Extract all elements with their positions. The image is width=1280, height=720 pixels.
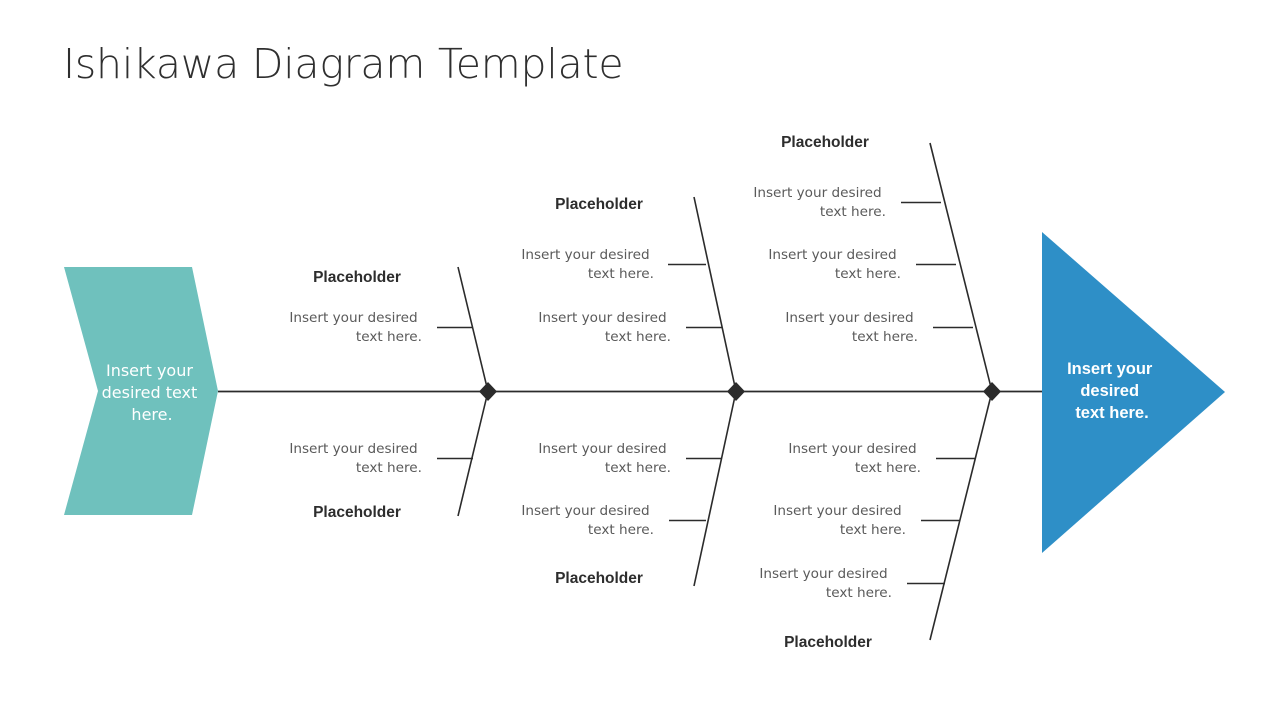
- branch-upper-3-bone: [929, 142, 993, 392]
- item-line-2: text here.: [356, 329, 422, 345]
- branch-lower-2-item-1[interactable]: Insert your desired text here.: [538, 441, 722, 476]
- item-line-2: text here.: [820, 204, 886, 220]
- branch-lower-3-item-1-text: Insert your desired text here.: [788, 441, 921, 476]
- page-title: Ishikawa Diagram Template: [63, 40, 624, 88]
- branch-lower-3-item-2[interactable]: Insert your desired text here.: [773, 503, 960, 538]
- item-line-2: text here.: [852, 329, 918, 345]
- branch-lower-3[interactable]: Placeholder Insert your desired text her…: [759, 391, 993, 652]
- branch-lower-3-bone: [929, 391, 993, 641]
- branch-lower-3-label: Placeholder: [784, 634, 872, 651]
- problem-head-line-2: desired text: [102, 383, 198, 402]
- branch-lower-2-item-2[interactable]: Insert your desired text here.: [521, 503, 706, 538]
- branch-upper-3[interactable]: Placeholder Insert your desired text her…: [753, 134, 993, 392]
- branch-lower-1[interactable]: Placeholder Insert your desired text her…: [289, 391, 489, 522]
- item-line-2: text here.: [835, 266, 901, 282]
- item-line-2: text here.: [855, 460, 921, 476]
- item-line-1: Insert your desired: [289, 441, 417, 457]
- branch-lower-2-item-2-text: Insert your desired text here.: [521, 503, 654, 538]
- branch-lower-2-label: Placeholder: [555, 570, 643, 587]
- item-line-1: Insert your desired: [768, 247, 896, 263]
- branch-lower-2[interactable]: Placeholder Insert your desired text her…: [521, 391, 737, 588]
- item-line-2: text here.: [588, 522, 654, 538]
- effect-head-shape[interactable]: [1042, 232, 1225, 553]
- branch-upper-1-item-1[interactable]: Insert your desired text here.: [289, 310, 473, 345]
- branch-lower-1-bone: [457, 391, 489, 517]
- problem-head-line-1: Insert your: [106, 361, 193, 380]
- effect-head-line-1: Insert your: [1067, 360, 1153, 378]
- branch-upper-3-item-3-text: Insert your desired text here.: [785, 310, 918, 345]
- branch-lower-3-item-2-text: Insert your desired text here.: [773, 503, 906, 538]
- item-line-2: text here.: [356, 460, 422, 476]
- branch-upper-2-item-2-text: Insert your desired text here.: [538, 310, 671, 345]
- effect-head-text: Insert your desired text here.: [1067, 360, 1157, 422]
- branch-upper-2-label: Placeholder: [555, 196, 643, 213]
- branch-upper-3-label: Placeholder: [781, 134, 869, 151]
- branch-lower-1-label: Placeholder: [313, 504, 401, 521]
- item-line-1: Insert your desired: [753, 185, 881, 201]
- branch-upper-2-item-2[interactable]: Insert your desired text here.: [538, 310, 722, 345]
- item-line-1: Insert your desired: [538, 441, 666, 457]
- branch-lower-3-item-3-text: Insert your desired text here.: [759, 566, 892, 601]
- item-line-2: text here.: [588, 266, 654, 282]
- effect-head-line-3: text here.: [1075, 404, 1148, 422]
- branch-lower-2-item-1-text: Insert your desired text here.: [538, 441, 671, 476]
- problem-head-line-3: here.: [131, 405, 172, 424]
- effect-head-group[interactable]: Insert your desired text here.: [1042, 232, 1225, 553]
- branch-upper-1-label: Placeholder: [313, 269, 401, 286]
- item-line-1: Insert your desired: [289, 310, 417, 326]
- item-line-1: Insert your desired: [759, 566, 887, 582]
- item-line-1: Insert your desired: [785, 310, 913, 326]
- item-line-1: Insert your desired: [538, 310, 666, 326]
- item-line-2: text here.: [605, 460, 671, 476]
- branch-upper-1[interactable]: Placeholder Insert your desired text her…: [289, 266, 489, 392]
- branch-upper-2[interactable]: Placeholder Insert your desired text her…: [521, 196, 737, 392]
- item-line-1: Insert your desired: [521, 247, 649, 263]
- branch-upper-1-item-1-text: Insert your desired text here.: [289, 310, 422, 345]
- branch-upper-2-bone: [693, 196, 737, 392]
- branch-upper-3-item-3[interactable]: Insert your desired text here.: [785, 310, 973, 345]
- branch-upper-3-item-2-text: Insert your desired text here.: [768, 247, 901, 282]
- item-line-1: Insert your desired: [773, 503, 901, 519]
- problem-head-group[interactable]: Insert your desired text here.: [64, 267, 218, 515]
- effect-head-line-2: desired: [1080, 382, 1139, 400]
- item-line-2: text here.: [840, 522, 906, 538]
- item-line-1: Insert your desired: [788, 441, 916, 457]
- item-line-1: Insert your desired: [521, 503, 649, 519]
- branch-upper-2-item-1-text: Insert your desired text here.: [521, 247, 654, 282]
- branch-upper-1-bone: [457, 266, 489, 392]
- branch-upper-3-item-1-text: Insert your desired text here.: [753, 185, 886, 220]
- item-line-2: text here.: [605, 329, 671, 345]
- branch-upper-3-item-1[interactable]: Insert your desired text here.: [753, 185, 941, 220]
- branch-lower-1-item-1-text: Insert your desired text here.: [289, 441, 422, 476]
- branch-upper-2-item-1[interactable]: Insert your desired text here.: [521, 247, 706, 282]
- problem-head-shape[interactable]: [64, 267, 218, 515]
- branch-lower-3-item-3[interactable]: Insert your desired text here.: [759, 566, 945, 601]
- item-line-2: text here.: [826, 585, 892, 601]
- branch-lower-3-item-1[interactable]: Insert your desired text here.: [788, 441, 975, 476]
- branch-lower-1-item-1[interactable]: Insert your desired text here.: [289, 441, 473, 476]
- branch-upper-3-item-2[interactable]: Insert your desired text here.: [768, 247, 956, 282]
- problem-head-text: Insert your desired text here.: [102, 361, 203, 424]
- branch-lower-2-bone: [693, 391, 737, 587]
